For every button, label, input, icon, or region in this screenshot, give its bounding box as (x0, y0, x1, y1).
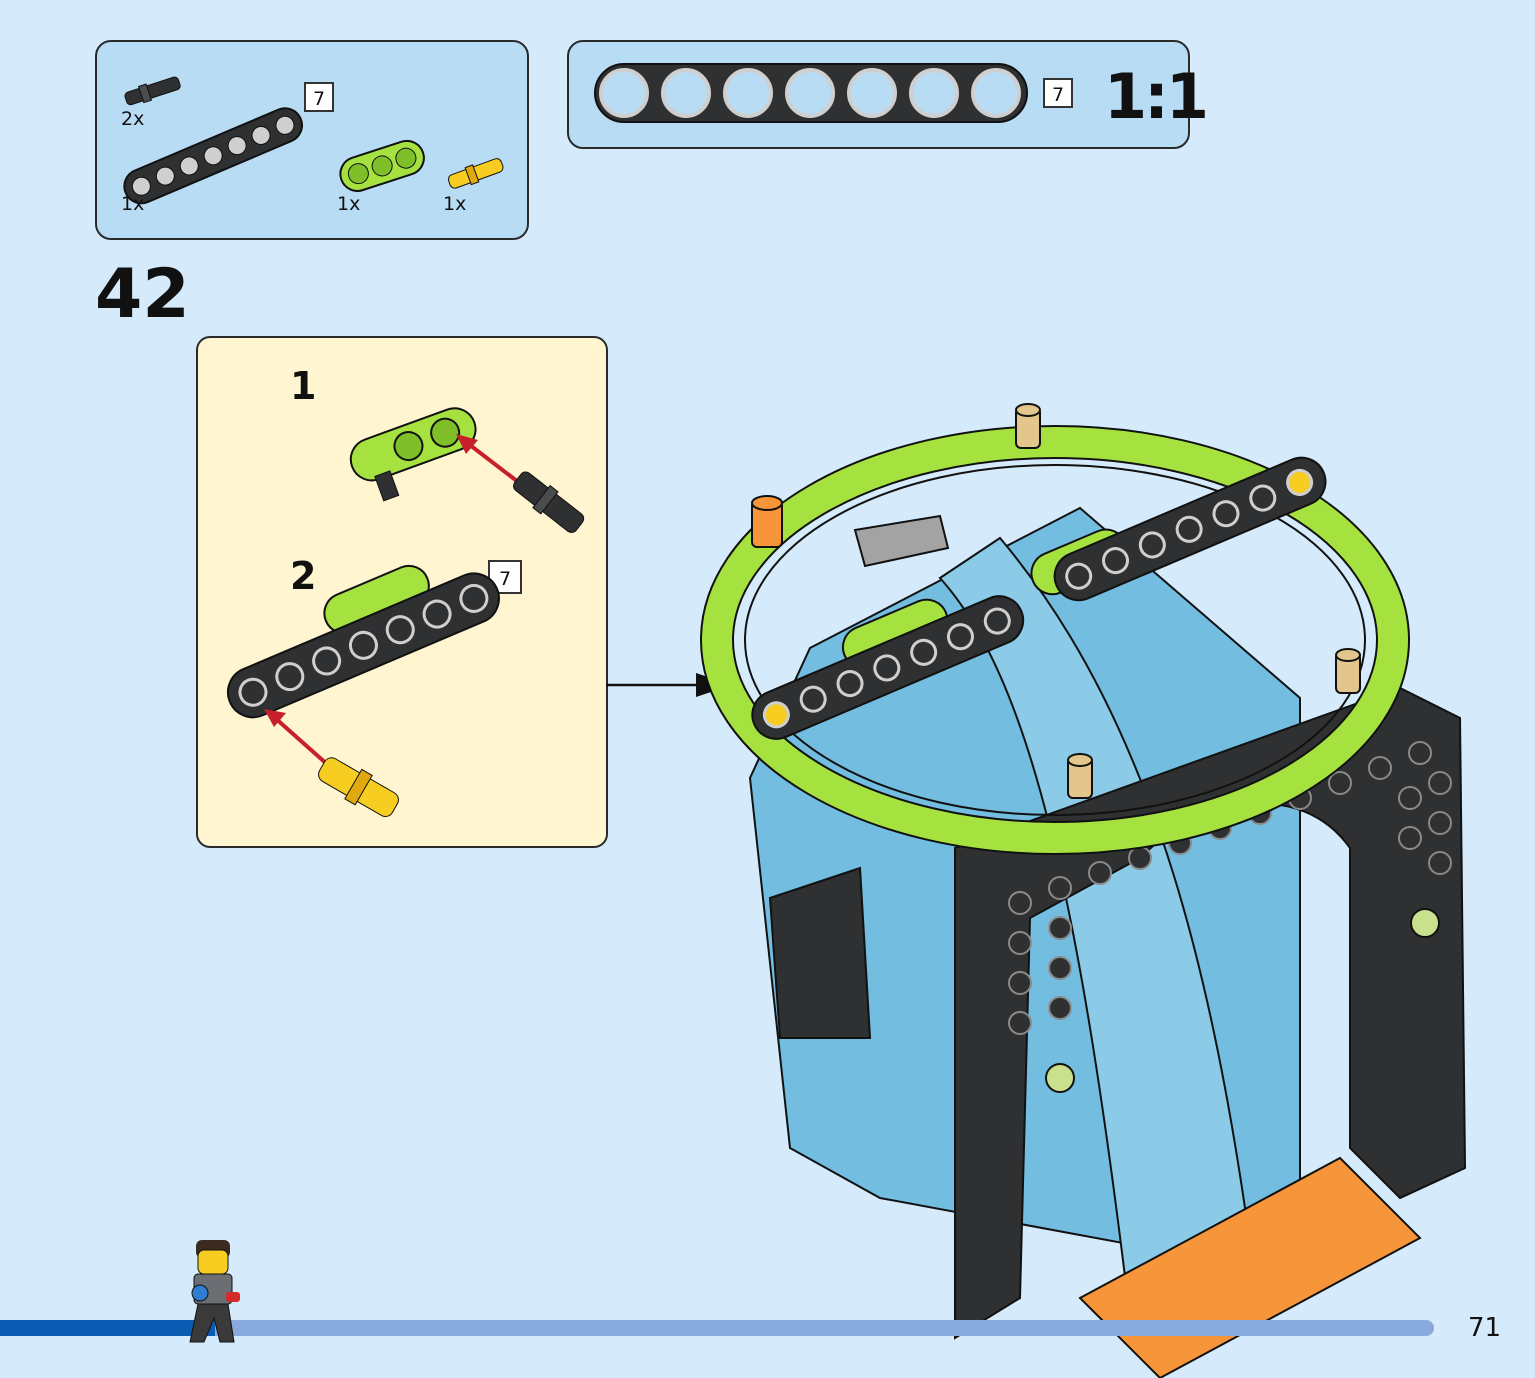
beam-length-badge: 7 (304, 82, 334, 112)
parts-list-panel: 2x 7 1x 1x 1x (95, 40, 529, 240)
minifigure-icon (189, 1240, 240, 1343)
lime-beam-quantity: 1x (337, 193, 361, 215)
pin-quantity: 2x (121, 108, 145, 130)
lime-beam-icon (339, 139, 425, 192)
yellow-pin-quantity: 1x (443, 193, 467, 215)
yellow-pin-icon (447, 158, 504, 189)
page-number: 71 (1468, 1313, 1502, 1343)
progress-bar (0, 1320, 1434, 1336)
ruler-beam-icon (594, 63, 1028, 123)
black-pin-icon (124, 76, 181, 106)
substep-2-red-arrow (264, 709, 330, 767)
substep-2-beam-assembly-illustration (226, 564, 500, 719)
substep-1-black-pin-illustration (513, 471, 585, 533)
substep-1-lime-beam-illustration (349, 407, 477, 502)
model-illustration (700, 403, 1467, 1378)
scale-label: 1:1 (1104, 60, 1209, 133)
step-number: 42 (95, 255, 190, 334)
black-beam-icon (123, 107, 303, 205)
substep-1-number: 1 (290, 364, 317, 408)
substep-2-number: 2 (290, 554, 317, 598)
substep-2-yellow-pin-illustration (318, 757, 399, 817)
sub-assembly-panel: 1 2 7 (196, 336, 608, 848)
beam-quantity: 1x (121, 193, 145, 215)
progress-track (0, 1320, 1434, 1336)
progress-fill (0, 1320, 215, 1336)
scale-ruler-panel: 7 1:1 (567, 40, 1209, 149)
ruler-length-badge: 7 (1043, 78, 1073, 108)
